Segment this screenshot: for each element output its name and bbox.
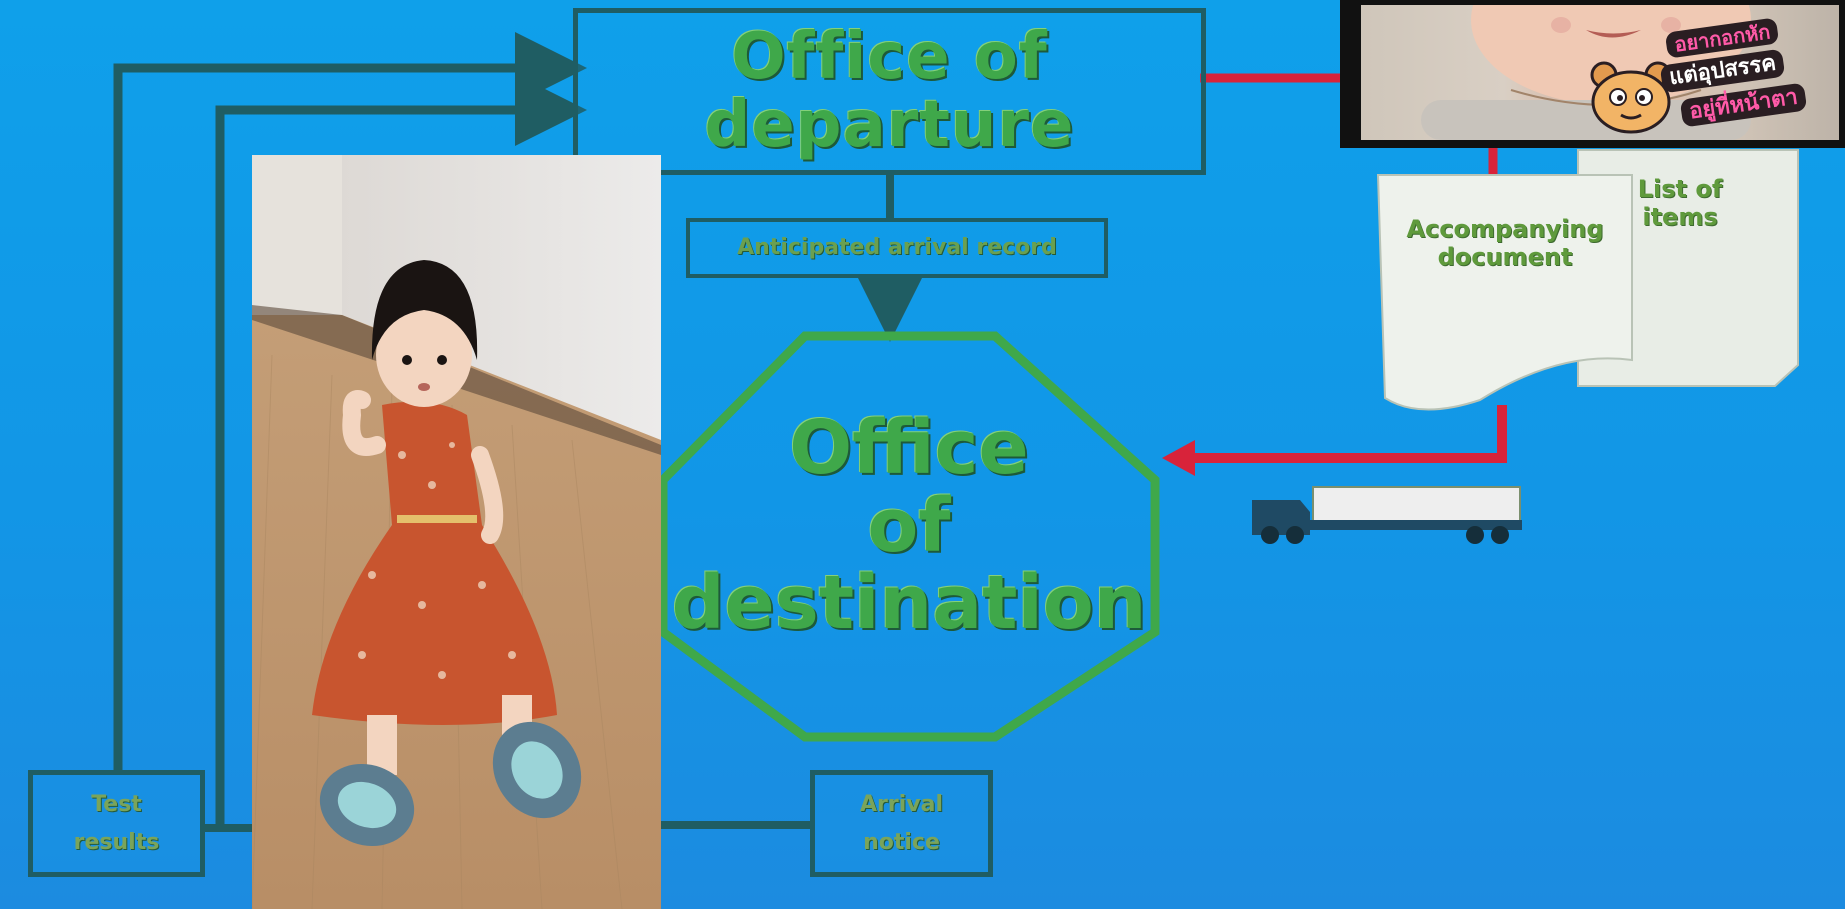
red-line-return: [1190, 405, 1507, 463]
office-of-destination-line2: of: [867, 482, 951, 569]
office-of-destination-line3: destination: [671, 560, 1147, 647]
boy-photo-frame: อยากอกหัก แต่อุปสรรค อยู่ที่หน้าตา: [1361, 5, 1839, 140]
feedback-line-inner: [215, 74, 587, 830]
truck-icon: [1252, 486, 1522, 544]
office-of-departure-line1: Office of: [731, 20, 1048, 95]
test-results-line1: Test: [91, 792, 142, 818]
test-results-box: Test results: [28, 770, 205, 877]
accompanying-document-line1: Accompanying: [1406, 215, 1604, 243]
arrival-notice-box: Arrival notice: [810, 770, 993, 877]
destination-octagon: [658, 331, 1160, 742]
anticipated-arrival-record-label: Anticipated arrival record: [737, 235, 1057, 261]
accompanying-document-label: Accompanying document: [1385, 215, 1625, 271]
office-of-destination-text: Office of destination: [663, 405, 1155, 647]
list-of-items-line2: items: [1642, 203, 1718, 231]
accompanying-doc: [1376, 174, 1633, 411]
arrival-notice-line2: notice: [863, 829, 940, 855]
red-arrowhead: [1162, 440, 1195, 476]
office-of-departure-line2: departure: [704, 87, 1075, 162]
girl-photo-illustration: [252, 155, 661, 909]
office-of-departure-box: Office of departure: [573, 8, 1206, 175]
list-of-items-line1: List of: [1637, 175, 1723, 203]
office-of-destination-line1: Office: [789, 405, 1029, 491]
girl-photo: [252, 155, 661, 909]
arrival-notice-line1: Arrival: [860, 792, 943, 818]
feedback-line-outer: [113, 32, 587, 770]
test-results-line2: results: [73, 829, 160, 855]
anticipated-arrival-record-box: Anticipated arrival record: [686, 218, 1108, 278]
list-of-items-label: List of items: [1620, 175, 1740, 231]
boy-photo: อยากอกหัก แต่อุปสรรค อยู่ที่หน้าตา: [1340, 0, 1845, 148]
accompanying-document-line2: document: [1437, 243, 1573, 271]
